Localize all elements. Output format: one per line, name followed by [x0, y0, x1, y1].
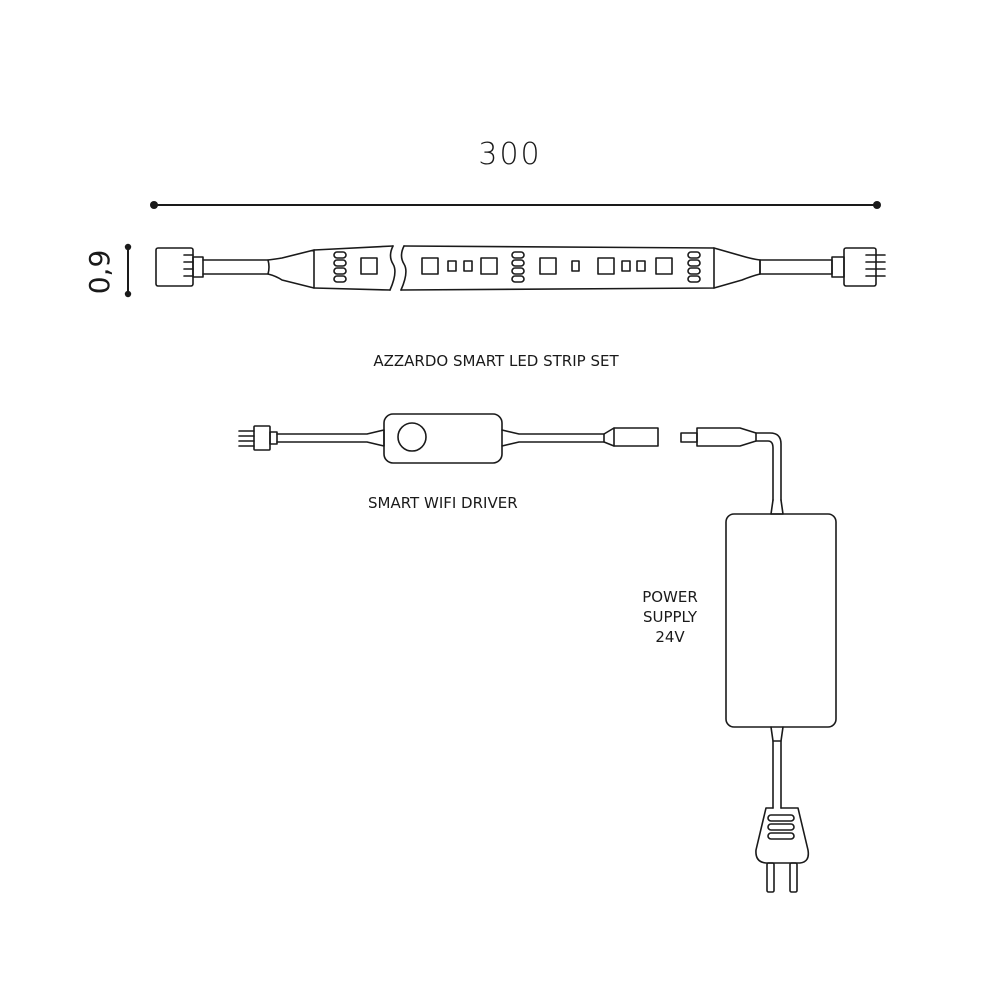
left-connector	[155, 247, 204, 287]
driver-body	[383, 413, 503, 464]
power-supply-label-line: 24V	[655, 628, 685, 646]
psu-body	[725, 513, 837, 728]
led-chip	[539, 257, 557, 275]
led-chip	[480, 257, 498, 275]
led-strip	[155, 245, 886, 291]
led-chip	[655, 257, 673, 275]
length-dimension-label: 300	[478, 137, 542, 172]
power-supply-label-line: POWER	[642, 588, 698, 606]
length-dimension-line	[150, 201, 881, 209]
right-connector	[831, 247, 886, 287]
smd-component	[636, 260, 646, 272]
power-supply-label: POWER SUPPLY 24V	[620, 587, 720, 647]
resistor-stack	[333, 251, 347, 283]
resistor-stack	[511, 251, 525, 283]
power-supply-label-line: SUPPLY	[642, 608, 698, 626]
led-strip-label: AZZARDO SMART LED STRIP SET	[373, 352, 619, 370]
smd-component	[447, 260, 457, 272]
driver-button	[397, 422, 427, 452]
led-chip	[597, 257, 615, 275]
led-chip	[360, 257, 378, 275]
smd-component	[463, 260, 473, 272]
smd-component	[621, 260, 631, 272]
led-chip	[421, 257, 439, 275]
power-supply	[680, 427, 837, 893]
height-dimension-label: 0,9	[83, 249, 116, 295]
wifi-driver-label: SMART WIFI DRIVER	[368, 494, 518, 512]
height-dimension-line	[124, 243, 132, 298]
smd-component	[571, 260, 580, 272]
wifi-driver	[238, 413, 659, 464]
ac-plug	[755, 807, 810, 864]
resistor-stack	[687, 251, 701, 283]
